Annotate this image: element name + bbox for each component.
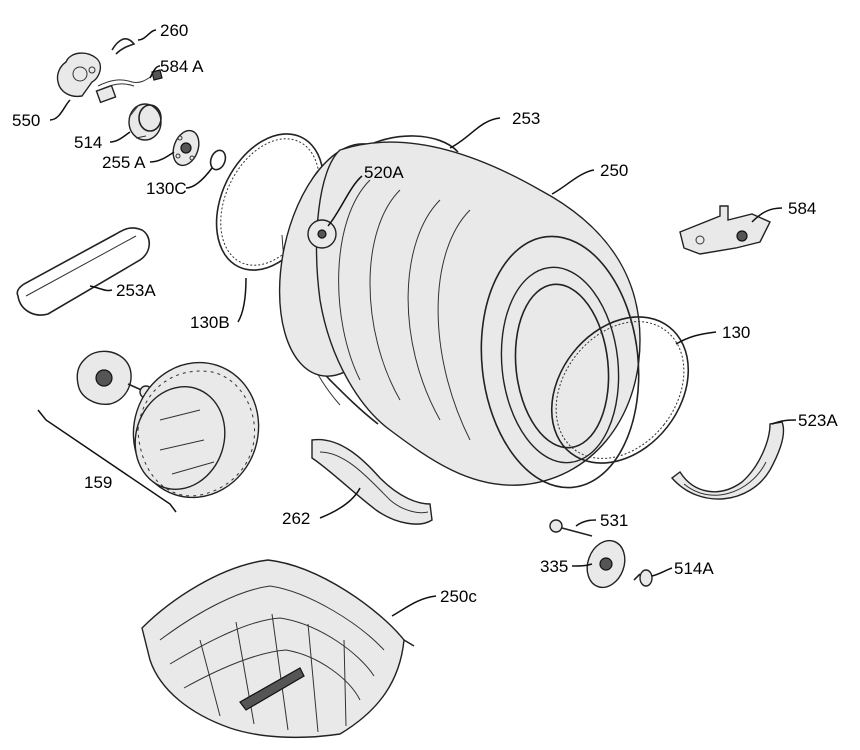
hub-255a-icon xyxy=(172,129,200,167)
callout-250c: 250c xyxy=(440,587,477,606)
callout-262: 262 xyxy=(282,509,310,528)
callout-514: 514 xyxy=(74,133,102,152)
callout-550: 550 xyxy=(12,111,40,130)
leader-255a xyxy=(149,151,175,163)
sensor-584a-icon xyxy=(95,69,163,104)
leader-260 xyxy=(137,29,157,41)
leader-253 xyxy=(449,117,501,149)
leader-523a xyxy=(771,419,797,425)
leader-130 xyxy=(675,331,717,345)
bracket-550-icon xyxy=(56,52,102,98)
leader-130b xyxy=(237,277,247,323)
callout-130b: 130B xyxy=(190,313,230,332)
leader-lines xyxy=(49,29,797,617)
callout-130: 130 xyxy=(722,323,750,342)
leader-520a xyxy=(327,175,363,227)
callout-260: 260 xyxy=(160,21,188,40)
drying-rack-250c-icon xyxy=(141,559,415,739)
callout-584a: 584 A xyxy=(160,57,204,76)
roller-335-icon xyxy=(586,539,626,589)
blower-wheel-icon xyxy=(132,361,260,499)
wire-clip-260-icon xyxy=(111,38,136,55)
leader-250c xyxy=(391,595,437,617)
callout-253a: 253A xyxy=(116,281,156,300)
leader-584 xyxy=(751,207,783,223)
assembly-bracket-159 xyxy=(37,409,177,513)
callout-531: 531 xyxy=(600,511,628,530)
leader-250 xyxy=(551,169,595,195)
leader-253a xyxy=(89,285,113,292)
callout-523a: 523A xyxy=(798,411,838,430)
callout-584: 584 xyxy=(788,199,816,218)
callout-253: 253 xyxy=(512,109,540,128)
leader-130c xyxy=(185,167,213,189)
leader-514 xyxy=(109,131,131,143)
callout-255a: 255 A xyxy=(102,153,146,172)
callout-250: 250 xyxy=(600,161,628,180)
callout-520a: 520A xyxy=(364,163,404,182)
motor-mount-159-icon xyxy=(76,350,153,405)
front-seal-130-icon xyxy=(550,316,690,464)
drive-belt-253a-icon xyxy=(16,227,151,316)
leader-514a xyxy=(651,567,673,577)
dryer-drum-250-icon xyxy=(278,141,641,489)
bushing-514a-icon xyxy=(633,569,653,587)
callout-335: 335 xyxy=(540,557,568,576)
callout-130c: 130C xyxy=(146,179,187,198)
leader-584a xyxy=(149,65,161,79)
callout-159: 159 xyxy=(84,473,112,492)
clip-ring-130c-icon xyxy=(209,149,227,171)
leader-335 xyxy=(571,563,593,567)
leader-531 xyxy=(575,519,597,527)
bearing-514-icon xyxy=(128,103,162,141)
seal-section-523a-icon xyxy=(670,421,785,500)
callout-514a: 514A xyxy=(674,559,714,578)
baffle-262-icon xyxy=(311,438,433,525)
leader-550 xyxy=(49,99,71,121)
leader-262 xyxy=(319,487,361,519)
bracket-assembly-584-icon xyxy=(679,205,771,255)
bolt-531-icon xyxy=(549,519,593,537)
